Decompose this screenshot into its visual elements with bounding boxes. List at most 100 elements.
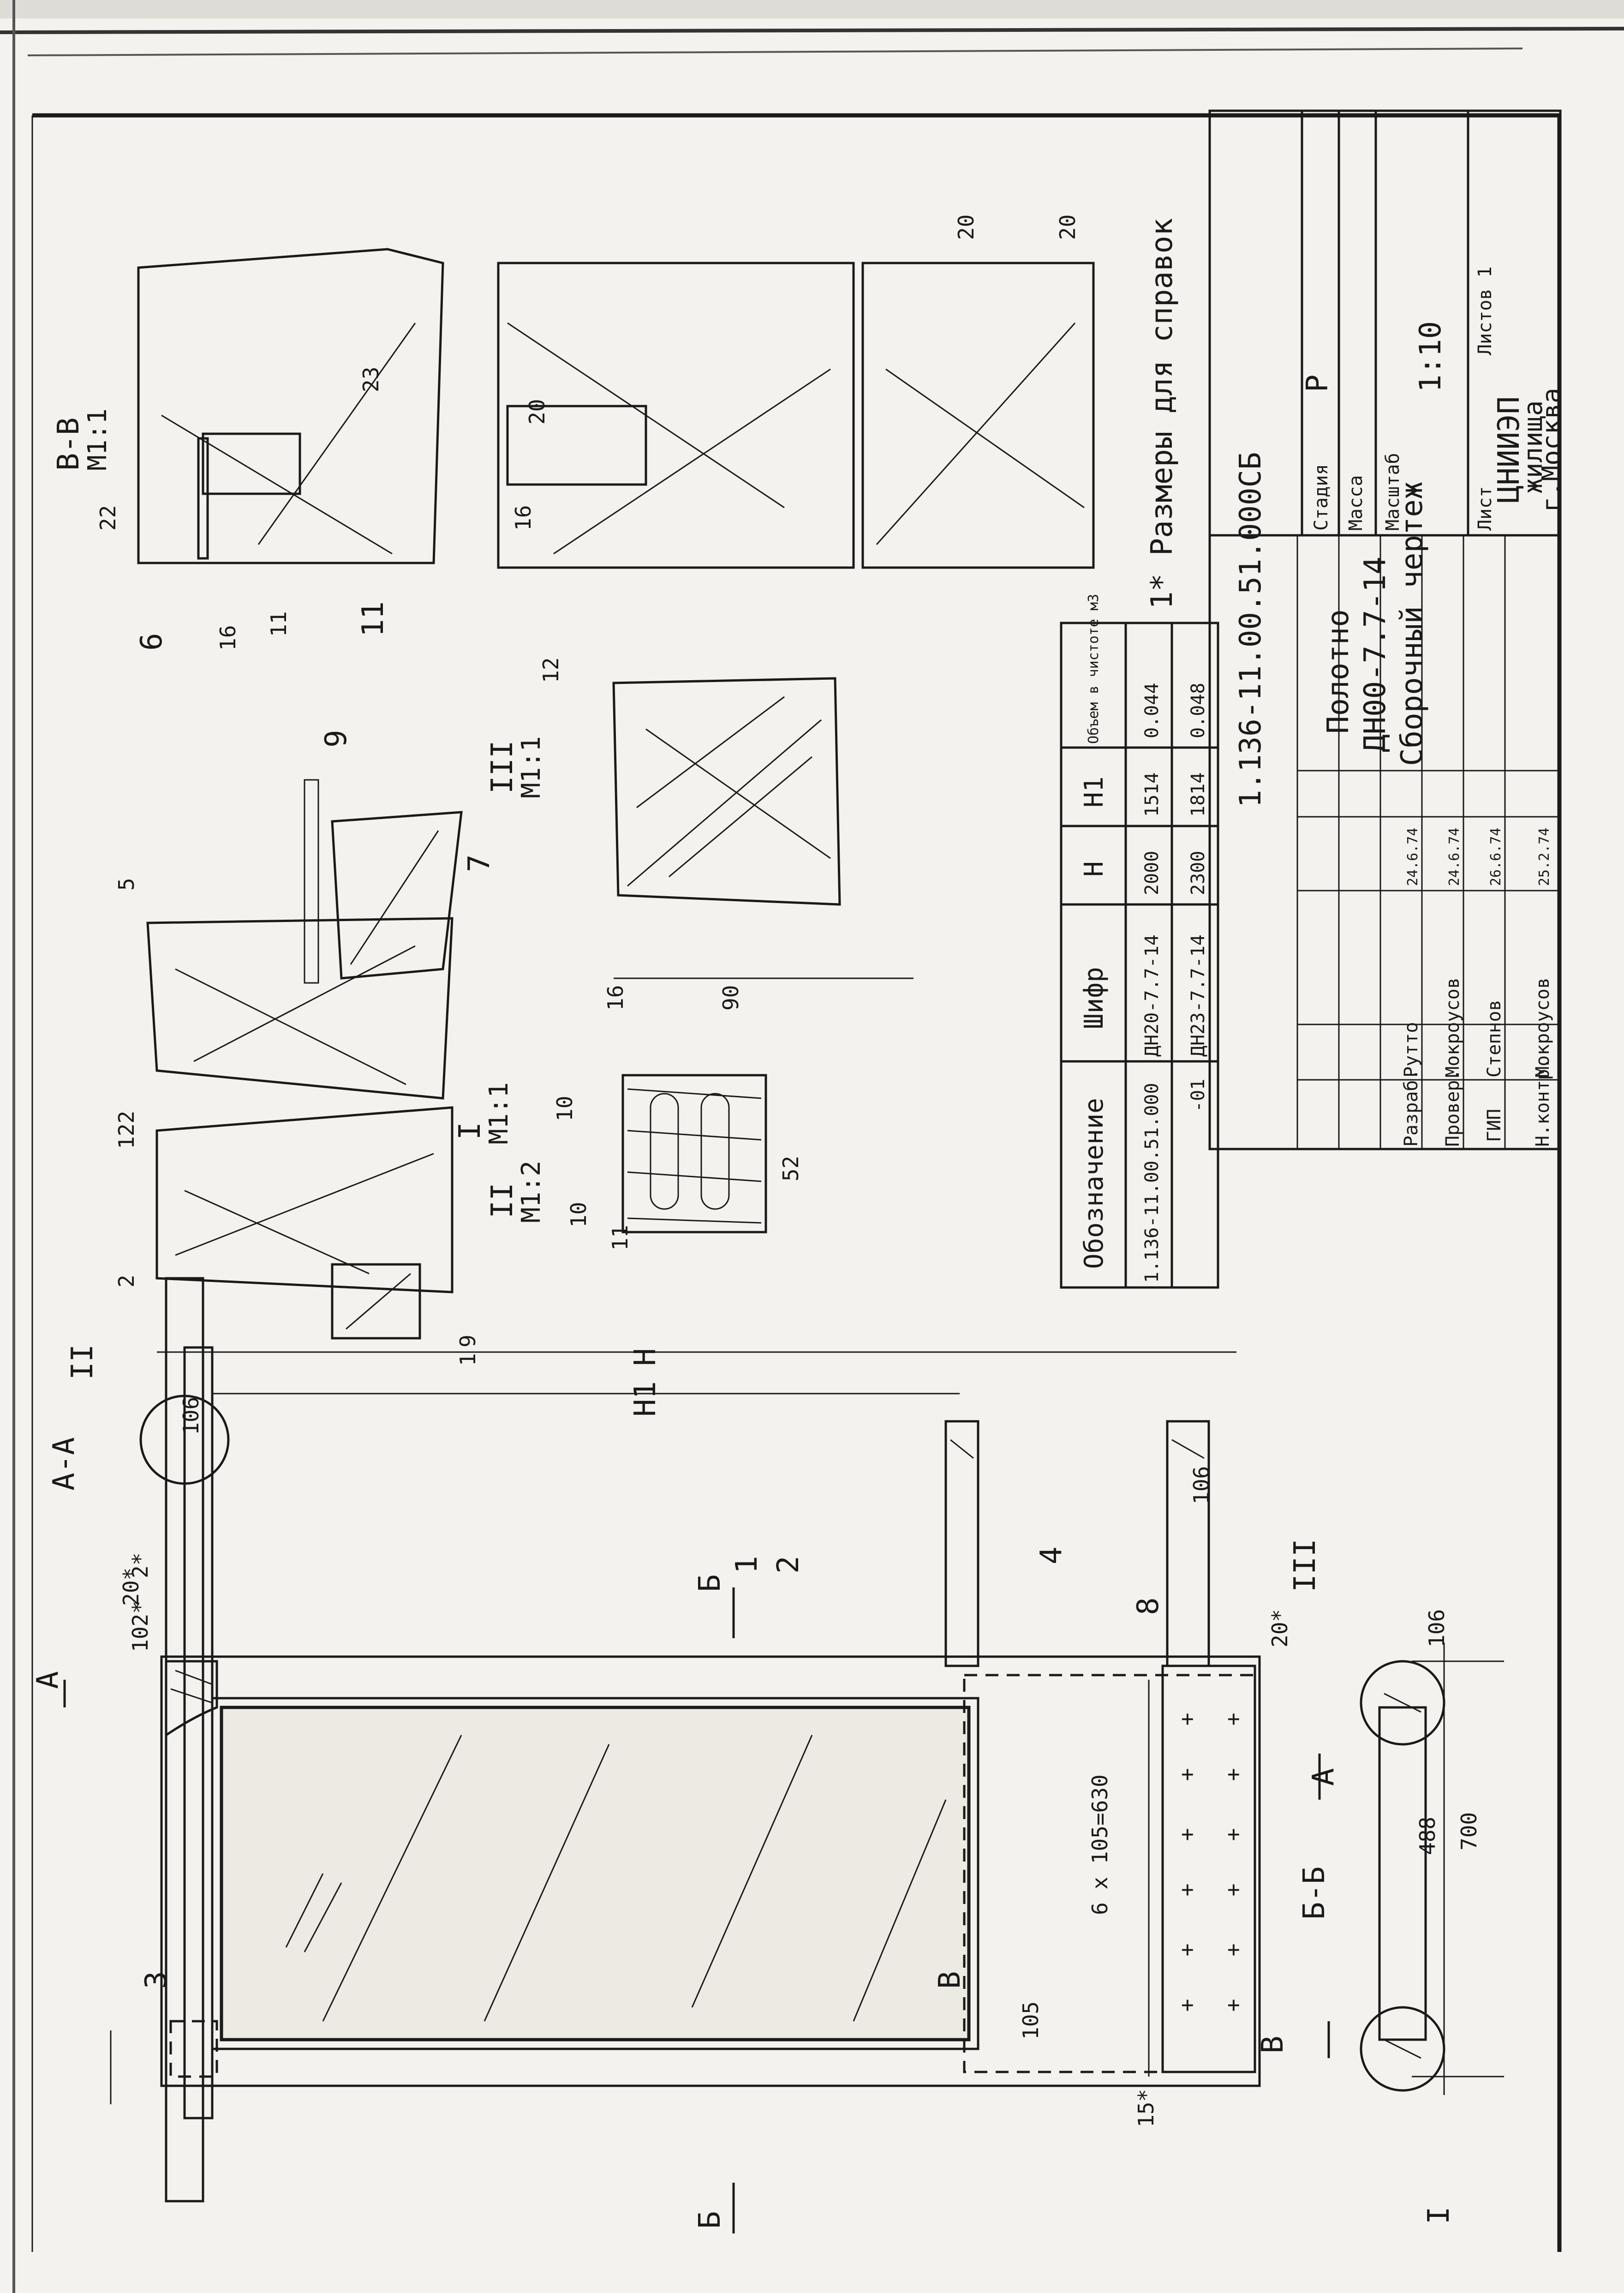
spec-cell: 1.136-11.00.51.000 bbox=[1141, 1083, 1163, 1283]
dim-2s: 2* bbox=[128, 1553, 153, 1578]
dim-22: 22 bbox=[96, 505, 120, 531]
stage-value: Р bbox=[1301, 374, 1335, 392]
svg-text:+: + bbox=[1227, 1992, 1240, 2017]
detail-ii-view: II М1:2 11 10 10 52 16 90 bbox=[485, 977, 914, 1251]
dim-9: 9 bbox=[455, 1335, 480, 1347]
section-title-bb: Б-Б bbox=[1297, 1866, 1331, 1920]
svg-text:+: + bbox=[1181, 1821, 1194, 1846]
dim-15s: 15* bbox=[1134, 2089, 1158, 2127]
signature-role: Разраб. bbox=[1401, 1069, 1422, 1147]
detail-label: III bbox=[1288, 1539, 1322, 1592]
section-marker-v: В bbox=[1256, 2036, 1290, 2054]
section-marker-b: Б bbox=[693, 1574, 727, 1592]
scale-label: М1:1 bbox=[484, 1082, 514, 1144]
detail-label: III bbox=[485, 740, 519, 794]
svg-text:+: + bbox=[1181, 1877, 1194, 1902]
callout: 11 bbox=[356, 601, 390, 637]
dim-6x105: 6 х 105=630 bbox=[1087, 1774, 1112, 1915]
callout: 9 bbox=[319, 730, 353, 748]
dim-12: 12 bbox=[538, 658, 563, 683]
dim-488: 488 bbox=[1415, 1817, 1440, 1855]
callout: 3 bbox=[139, 1971, 173, 1989]
callout: 6 bbox=[135, 633, 169, 651]
footnote-reference-dimensions: 1* Размеры для справок bbox=[1145, 218, 1179, 609]
dim-106: 106 bbox=[1189, 1466, 1214, 1504]
section-marker-a: А bbox=[31, 1671, 65, 1689]
dim-102: 102* bbox=[128, 1601, 153, 1652]
spec-cell: 1514 bbox=[1141, 772, 1163, 817]
callout: 1 bbox=[730, 1556, 764, 1574]
svg-text:+: + bbox=[1227, 1937, 1240, 1962]
dim-11: 11 bbox=[608, 1225, 633, 1251]
spec-header: Н bbox=[1079, 861, 1109, 877]
dim-20s: 20* bbox=[1267, 1609, 1292, 1647]
title-line-2: ДН00-7.7-14 bbox=[1358, 557, 1392, 752]
signature-date: 25.2.74 bbox=[1536, 828, 1552, 886]
dim-10: 10 bbox=[566, 1202, 591, 1227]
dim-20: 20 bbox=[1055, 215, 1080, 240]
signature-rows: Н.контр. Мокроусов 25.2.74 ГИП Степнов 2… bbox=[1401, 828, 1553, 1147]
scale-label: М1:1 bbox=[83, 408, 113, 471]
org-line-2: жилища bbox=[1518, 401, 1548, 494]
sheet-label: Лист bbox=[1475, 486, 1496, 531]
spec-table: Обозначение Шифр Н Н1 Объем в чистоте м3… bbox=[1060, 594, 1219, 1289]
dim-105: 105 bbox=[1018, 2001, 1043, 2040]
svg-text:+: + bbox=[1181, 1706, 1194, 1731]
svg-text:+: + bbox=[1227, 1706, 1240, 1731]
drawing-code: 1.136-11.00.51.000СБ bbox=[1234, 452, 1268, 808]
spec-cell: 0.048 bbox=[1188, 683, 1209, 738]
signature-name: Мокроусов bbox=[1532, 977, 1553, 1078]
section-aa-view: А-А II Н Н1 106 106 4 bbox=[47, 1277, 1236, 2203]
spec-cell: 0.044 bbox=[1141, 683, 1163, 738]
detail-iii-view: III М1:1 12 bbox=[485, 658, 841, 906]
spec-cell: -01 bbox=[1188, 1079, 1209, 1112]
spec-cell: 1814 bbox=[1188, 772, 1209, 817]
callout: 2 bbox=[771, 1556, 806, 1574]
signature-name: Степнов bbox=[1484, 1000, 1505, 1078]
dim-106: 106 bbox=[179, 1397, 203, 1435]
dim-90: 90 bbox=[718, 985, 743, 1011]
dim-52: 52 bbox=[778, 1156, 803, 1181]
dim-700: 700 bbox=[1457, 1812, 1481, 1850]
dim-106: 106 bbox=[1424, 1609, 1449, 1647]
glazing-panel bbox=[220, 1706, 971, 2042]
signature-date: 26.6.74 bbox=[1488, 828, 1504, 886]
mass-header: Масса bbox=[1345, 475, 1367, 531]
spec-header: Шифр bbox=[1079, 967, 1109, 1029]
signature-name: Мокроусов bbox=[1442, 977, 1463, 1078]
dim-5: 5 bbox=[114, 878, 139, 891]
signature-date: 24.6.74 bbox=[1446, 828, 1463, 886]
scale-label: М1:1 bbox=[516, 736, 546, 798]
spec-header: Обозначение bbox=[1079, 1098, 1109, 1269]
spec-cell: 2000 bbox=[1141, 851, 1163, 895]
signature-role: Провер. bbox=[1442, 1069, 1463, 1147]
svg-text:+: + bbox=[1181, 1761, 1194, 1786]
signature-date: 24.6.74 bbox=[1405, 828, 1421, 886]
detail-label: I bbox=[1422, 2206, 1456, 2224]
spec-cell: ДН23-7.7-14 bbox=[1188, 934, 1209, 1057]
title-block: 1.136-11.00.51.000СБ Полотно ДН00-7.7-14… bbox=[1208, 109, 1567, 1150]
sheets-label: Листов 1 bbox=[1475, 266, 1496, 355]
door-leaf-front-view: ++ ++ ++ ++ ++ ++ bbox=[160, 1655, 1261, 2087]
callout: 7 bbox=[462, 854, 496, 872]
org-line-3: г.Москва bbox=[1537, 388, 1567, 512]
svg-text:+: + bbox=[1181, 1937, 1194, 1962]
spec-header: Н1 bbox=[1079, 777, 1109, 808]
title-line-1: Полотно bbox=[1321, 609, 1355, 734]
section-bb-strip bbox=[1360, 1660, 1445, 2092]
signature-name: Рутто bbox=[1401, 1022, 1422, 1078]
section-title-vv: В-В bbox=[52, 417, 86, 471]
dim-20: 20 bbox=[954, 215, 979, 240]
org-line-1: ЦНИИЭП bbox=[1492, 396, 1526, 503]
screw-marks: ++ ++ ++ ++ ++ ++ bbox=[1181, 1706, 1240, 2017]
title-line-3: Сборочный чертеж bbox=[1395, 482, 1429, 766]
scale-value: 1:10 bbox=[1414, 321, 1448, 392]
stage-header: Стадия bbox=[1311, 464, 1332, 531]
spec-cell: 2300 bbox=[1188, 851, 1209, 895]
detail-label: II bbox=[66, 1344, 100, 1380]
section-marker-b: Б bbox=[693, 2211, 727, 2229]
dim-1: 1 bbox=[455, 1353, 480, 1366]
dim-16: 16 bbox=[511, 505, 536, 531]
